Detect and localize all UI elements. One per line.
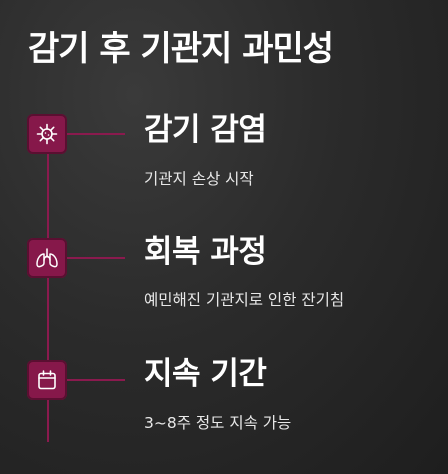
step-heading: 지속 기간 xyxy=(144,356,267,392)
step-description: 3~8주 정도 지속 가능 xyxy=(144,414,292,432)
lungs-icon xyxy=(27,238,67,278)
calendar-icon xyxy=(27,360,67,400)
step-connector xyxy=(67,379,125,381)
step-connector xyxy=(67,133,125,135)
step-connector xyxy=(67,257,125,259)
step-description: 기관지 손상 시작 xyxy=(144,170,254,188)
step-description: 예민해진 기관지로 인한 잔기침 xyxy=(144,291,345,309)
page-title: 감기 후 기관지 과민성 xyxy=(28,29,334,69)
step-heading: 회복 과정 xyxy=(144,234,267,270)
step-heading: 감기 감염 xyxy=(144,112,267,148)
timeline-line xyxy=(47,132,49,442)
virus-icon xyxy=(27,114,67,154)
